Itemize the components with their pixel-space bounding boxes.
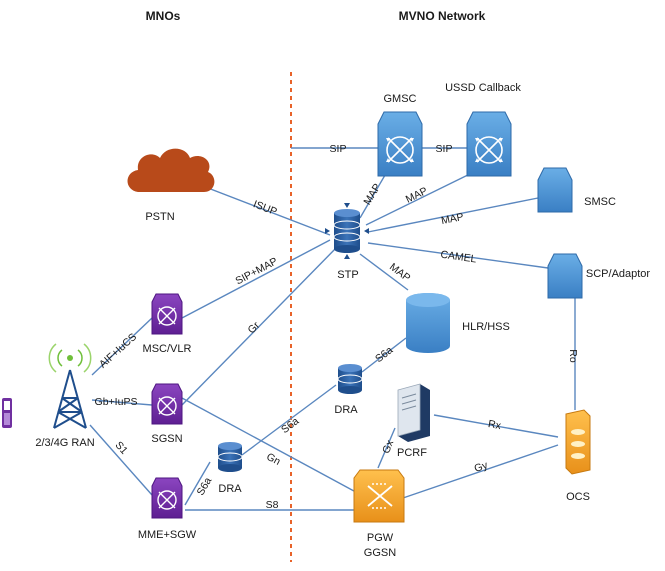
pgw-label: PGW (367, 532, 394, 544)
mme-sgw-label: MME+SGW (138, 529, 197, 541)
scp-adaptor-server-icon (547, 253, 583, 299)
pstn-cloud-icon (127, 148, 215, 192)
gmsc-label: GMSC (384, 93, 417, 105)
pstn-label: PSTN (145, 211, 174, 223)
ocs-server-icon (565, 409, 591, 475)
stp-label: STP (337, 269, 358, 281)
msc-vlr-label: MSC/VLR (143, 343, 192, 355)
ussd-callback-router-icon (466, 111, 512, 177)
msc-vlr-router-icon (151, 293, 183, 335)
ran-label: 2/3/4G RAN (35, 437, 94, 449)
link-label-aif-iucs: AIF+IuCS (97, 331, 139, 371)
sgsn-router-icon (151, 383, 183, 425)
link-label-sip-map: SIP+MAP (234, 255, 280, 287)
link-label-s6a-mme: S6a (195, 475, 215, 497)
link-label-map-gmsc: MAP (361, 182, 383, 208)
link-label-map-ussd: MAP (404, 185, 430, 206)
mobile-phone-icon (2, 398, 12, 428)
dra-top-label: DRA (334, 404, 358, 416)
link-label-gx: Gx (380, 438, 396, 456)
link-label-map-hlr: MAP (387, 261, 412, 284)
link-lines (89, 147, 576, 511)
link-label-rx: Rx (487, 418, 502, 432)
link-label-s8: S8 (266, 499, 279, 511)
link-label-camel: CAMEL (440, 249, 478, 266)
stp-database-icon (325, 203, 369, 259)
dra-bottom-label: DRA (218, 483, 242, 495)
link-label-gr: Gr (246, 319, 263, 336)
hlr-hss-cylinder-icon (406, 293, 450, 353)
scp-adaptor-label: SCP/Adaptor (586, 268, 651, 280)
link-label-gb-iups: Gb+IuPS (95, 396, 138, 408)
header-mvno-network: MVNO Network (399, 9, 486, 23)
mme-sgw-router-icon (151, 477, 183, 519)
sgsn-label: SGSN (151, 433, 182, 445)
pcrf-server-icon (397, 383, 430, 442)
link-label-sip-ussd: SIP (436, 143, 453, 155)
link-label-s6a-sgsn: S6a (279, 415, 301, 436)
link-label-ro: Ro (567, 349, 579, 363)
gmsc-router-icon (377, 111, 423, 177)
hlr-hss-label: HLR/HSS (462, 321, 510, 333)
link-label-map-smsc: MAP (440, 211, 465, 227)
ggsn-label: GGSN (364, 547, 396, 559)
link-label-s6a-hlr: S6a (373, 344, 395, 365)
ran-tower-icon (48, 343, 92, 429)
smsc-server-icon (537, 167, 573, 213)
ocs-label: OCS (566, 491, 590, 503)
dra-bottom-database-icon (217, 442, 243, 472)
pgw-router-icon (353, 469, 405, 523)
link-label-sip-gmsc: SIP (330, 143, 347, 155)
pcrf-label: PCRF (397, 447, 427, 459)
dra-top-database-icon (337, 364, 363, 394)
link-label-gy: Gy (473, 459, 490, 475)
link-label-gn: Gn (264, 451, 282, 468)
ussd-callback-label: USSD Callback (445, 82, 521, 94)
header-mnos: MNOs (146, 9, 181, 23)
smsc-label: SMSC (584, 196, 616, 208)
link-label-isup: ISUP (251, 198, 278, 218)
